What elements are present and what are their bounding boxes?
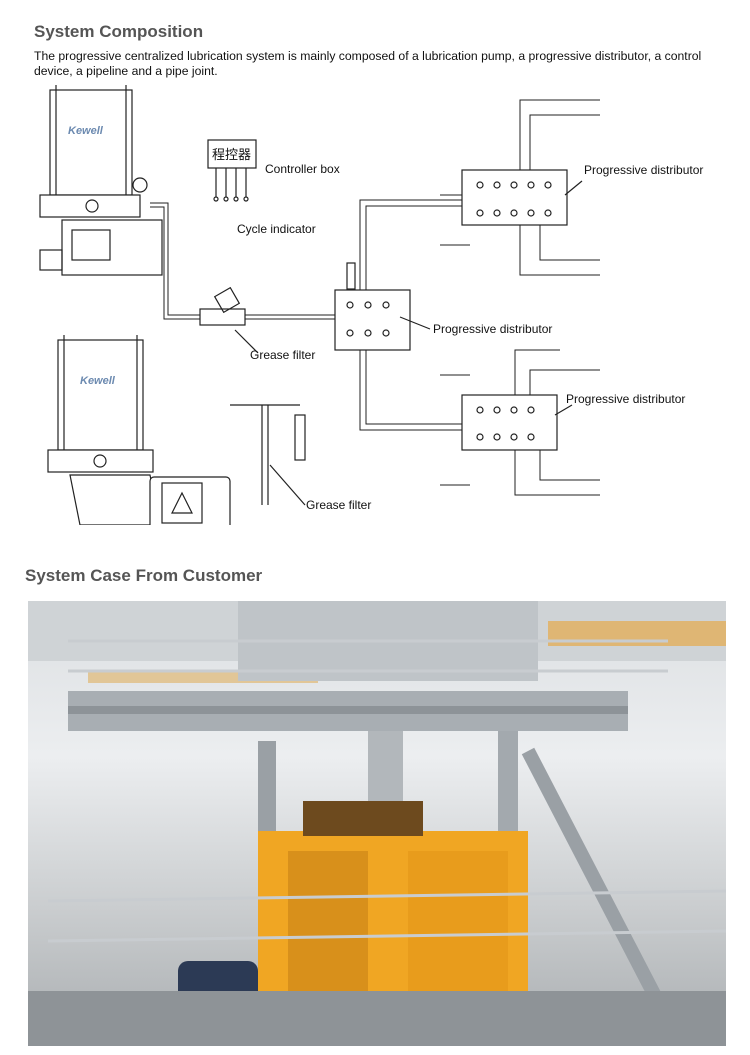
- label-cycle-indicator: Cycle indicator: [237, 222, 316, 236]
- customer-case-photo: [28, 601, 726, 1046]
- grease-filter: [199, 286, 306, 506]
- lubrication-pump-bottom: [47, 335, 231, 533]
- controller-box: [207, 139, 257, 202]
- lubrication-pump-top: [39, 85, 163, 276]
- brand-logo-top: Kewell: [68, 125, 103, 137]
- controller-chinese-label: 程控器: [212, 147, 252, 162]
- section-title-customer-case: System Case From Customer: [25, 566, 263, 585]
- label-grease-filter-2: Grease filter: [306, 498, 372, 512]
- brand-logo-bottom: Kewell: [80, 375, 115, 387]
- label-distributor-bottom: Progressive distributor: [566, 392, 686, 406]
- progressive-distributor-bottom: [461, 394, 573, 451]
- progressive-distributor-middle: [334, 262, 431, 351]
- section-title-system-composition: System Composition: [34, 22, 204, 41]
- progressive-distributor-top: [461, 169, 583, 226]
- section-description: The progressive centralized lubrication …: [34, 49, 702, 78]
- system-composition-diagram: Kewell Kewell 程控器 Controller box Cycle i…: [0, 85, 750, 533]
- label-distributor-top: Progressive distributor: [584, 163, 704, 177]
- label-distributor-middle: Progressive distributor: [433, 322, 553, 336]
- label-controller-box: Controller box: [265, 162, 340, 176]
- label-grease-filter-1: Grease filter: [250, 348, 316, 362]
